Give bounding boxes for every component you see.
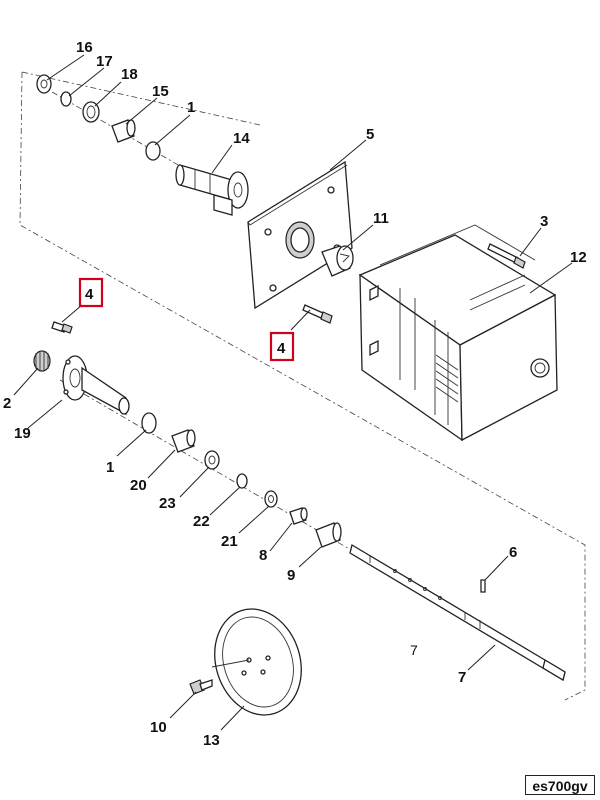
part-10-screw xyxy=(189,679,213,695)
callout-23: 23 xyxy=(159,495,176,512)
callout-1-upper: 1 xyxy=(187,99,195,116)
callout-17: 17 xyxy=(96,53,113,70)
part-8-bushing xyxy=(289,507,308,525)
part-3-long-screw xyxy=(487,243,526,269)
callout-7-inner: 7 xyxy=(410,642,418,658)
part-12-motor xyxy=(358,224,558,442)
part-5-mounting-plate xyxy=(247,160,353,310)
callout-22: 22 xyxy=(193,513,210,530)
callout-4-center: 4 xyxy=(277,340,286,357)
highlight-box-4-upper-left xyxy=(78,277,104,308)
part-1-oring-upper xyxy=(145,141,161,161)
callout-8: 8 xyxy=(259,547,267,564)
part-23-washer xyxy=(204,450,220,470)
part-17-ring xyxy=(60,91,72,107)
callout-18: 18 xyxy=(121,66,138,83)
part-6-pin xyxy=(480,579,486,593)
part-18-seal xyxy=(82,101,100,123)
part-9-bushing xyxy=(315,522,342,548)
callout-16: 16 xyxy=(76,39,93,56)
callout-1-lower: 1 xyxy=(106,459,114,476)
leader-lines xyxy=(13,54,573,731)
callout-7: 7 xyxy=(458,669,466,686)
callout-20: 20 xyxy=(130,477,147,494)
part-7-shaft xyxy=(349,543,566,682)
callout-6: 6 xyxy=(509,544,517,561)
callout-19: 19 xyxy=(14,425,31,442)
callout-12: 12 xyxy=(570,249,587,266)
part-14-flanged-shaft xyxy=(175,164,249,216)
part-4-screw-upper xyxy=(302,304,333,324)
part-11-coupling xyxy=(321,245,354,277)
callout-13: 13 xyxy=(203,732,220,749)
part-15-bushing xyxy=(111,119,136,143)
part-19-lower-flanged-shaft xyxy=(62,355,130,416)
callout-21: 21 xyxy=(221,533,238,550)
part-13-disc xyxy=(211,608,302,716)
callout-9: 9 xyxy=(287,567,295,584)
part-21-washer xyxy=(264,490,278,508)
part-22-ring xyxy=(236,473,248,489)
callout-14: 14 xyxy=(233,130,250,147)
callout-3: 3 xyxy=(540,213,548,230)
callout-5: 5 xyxy=(366,126,374,143)
part-2-knurled-nut xyxy=(33,350,51,372)
callout-10: 10 xyxy=(150,719,167,736)
part-16-washer xyxy=(36,74,52,94)
part-20-bushing xyxy=(171,429,196,453)
document-code-label: es700gv xyxy=(525,775,595,795)
highlight-box-4-center xyxy=(269,331,295,362)
callout-15: 15 xyxy=(152,83,169,100)
part-4-screw-lower xyxy=(51,321,73,334)
callout-2: 2 xyxy=(3,395,11,412)
part-1-oring-lower xyxy=(141,412,157,434)
callout-4-upper-left: 4 xyxy=(85,286,94,303)
callout-11: 11 xyxy=(373,210,389,227)
